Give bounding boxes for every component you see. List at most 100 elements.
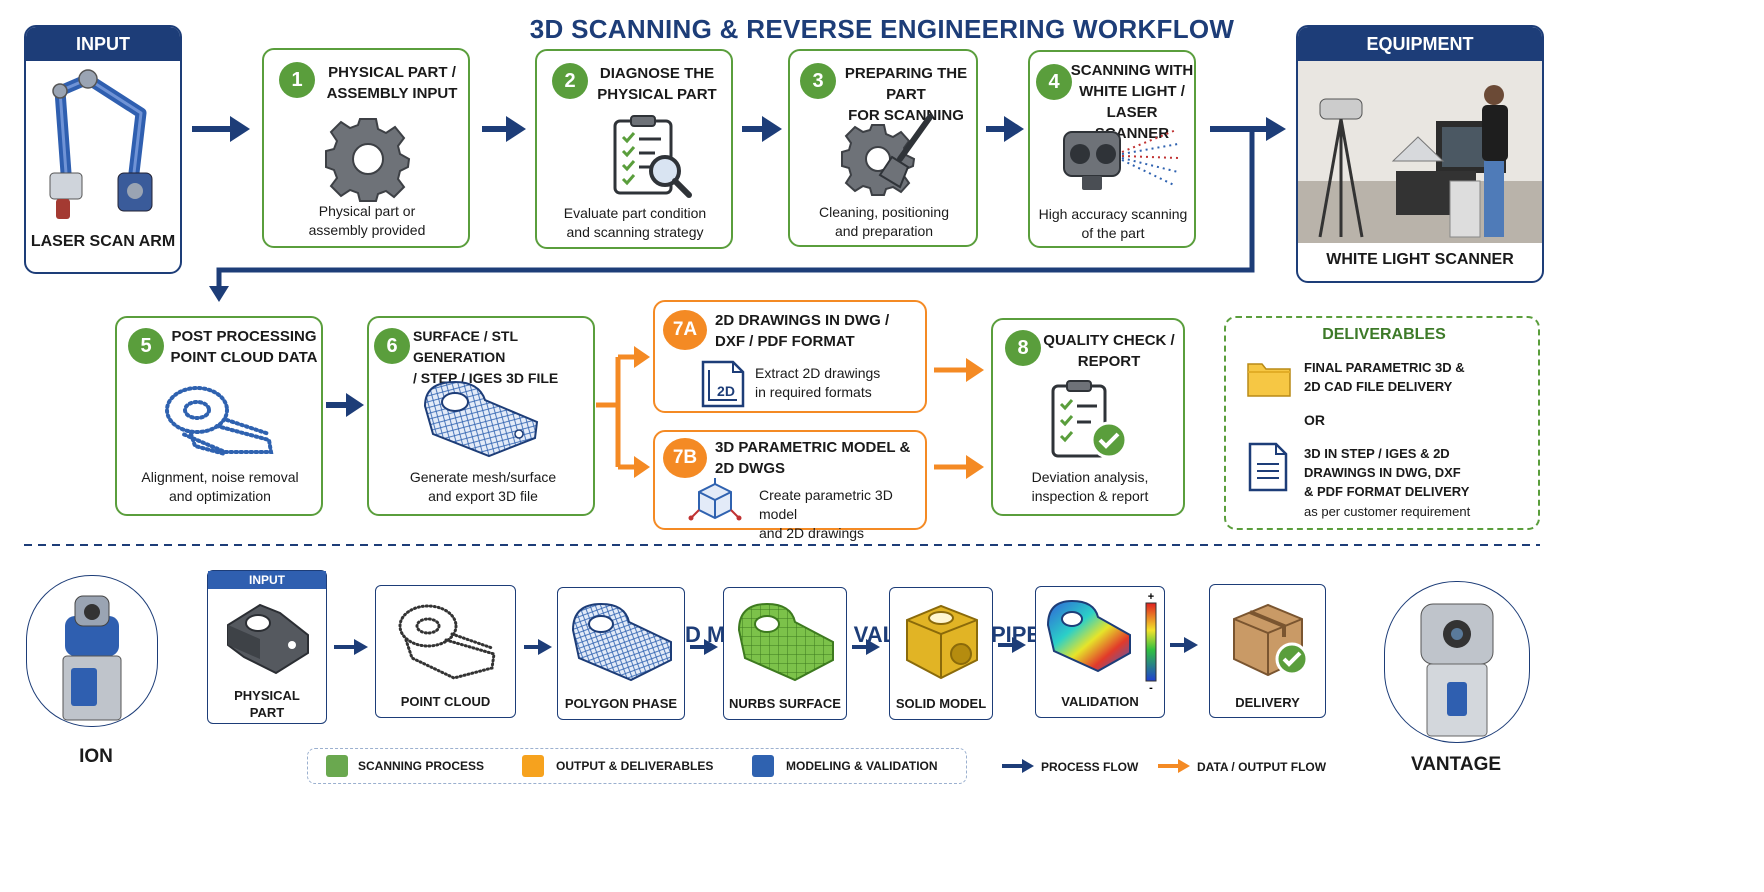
step-desc: Alignment, noise removal and optimizatio… — [141, 469, 299, 504]
step-number-badge: 5 — [128, 328, 164, 364]
delivery-box-icon — [1233, 603, 1309, 677]
process-arrow — [326, 393, 364, 417]
cube-axes-icon — [688, 478, 742, 521]
legend-swatch-scanning — [326, 755, 348, 777]
step-3-card: 3 PREPARING THE PART FOR SCANNING Cleani… — [788, 49, 978, 247]
step-desc: Physical part or assembly provided — [308, 203, 426, 238]
step-title: PREPARING THE PART FOR SCANNING — [844, 65, 968, 124]
step-title: POST PROCESSING POINT CLOUD DATA — [170, 328, 318, 366]
pipeline-stage-physical-part: INPUT PHYSICAL PART — [207, 570, 327, 724]
folder-icon — [1247, 363, 1291, 397]
input-panel: INPUT LASER SCAN ARM — [24, 25, 182, 274]
deliverables-title: DELIVERABLES — [1322, 326, 1446, 343]
step-2-card: 2 DIAGNOSE THE PHYSICAL PART Evaluate pa… — [535, 49, 733, 249]
step-title: PHYSICAL PART / ASSEMBLY INPUT — [326, 64, 458, 102]
legend-label-scanning: SCANNING PROCESS — [358, 759, 485, 773]
step-8-card: 8 QUALITY CHECK / REPORT Deviation analy… — [991, 318, 1185, 516]
step-4-card: 4 SCANNING WITH WHITE LIGHT / LASER SCAN… — [1028, 50, 1196, 248]
step-7a-card: 7A 2D DRAWINGS IN DWG / DXF / PDF FORMAT… — [653, 300, 927, 413]
mesh-icon — [423, 380, 539, 458]
step-desc: Deviation analysis, inspection & report — [1031, 469, 1149, 504]
drawing-2d-label: 2D — [717, 383, 735, 399]
equipment-panel: EQUIPMENT WHITE LIGHT SCANNER — [1296, 25, 1544, 283]
laser-scan-arm-icon — [49, 69, 153, 219]
data-flow-fork — [596, 346, 650, 478]
scale-minus: - — [1149, 682, 1153, 694]
step-desc: Cleaning, positioning and preparation — [819, 204, 949, 239]
process-arrow — [192, 116, 250, 142]
process-arrow — [986, 116, 1024, 142]
deliverables-or: OR — [1304, 412, 1325, 428]
legend-label-data-flow: DATA / OUTPUT FLOW — [1197, 760, 1327, 774]
step-desc: Generate mesh/surface and export 3D file — [409, 469, 557, 504]
step-desc: Create parametric 3D model and 2D drawin… — [759, 487, 893, 541]
data-flow-arrow — [934, 358, 984, 382]
nurbs-surface-icon — [737, 602, 834, 682]
ion-device — [26, 575, 158, 727]
vantage-label: VANTAGE — [1410, 754, 1502, 775]
pipeline-stage-solid-model: SOLID MODEL — [889, 587, 993, 720]
scale-plus: + — [1148, 591, 1154, 603]
gear-icon — [325, 118, 411, 202]
step-desc: Extract 2D drawings in required formats — [755, 365, 881, 400]
stage-label: POLYGON PHASE — [564, 696, 678, 711]
vantage-device — [1384, 581, 1530, 743]
deliverable-item-1: FINAL PARAMETRIC 3D & 2D CAD FILE DELIVE… — [1304, 360, 1465, 394]
point-cloud-render-icon — [398, 604, 496, 680]
step-number-badge: 4 — [1036, 64, 1072, 100]
drawing-2d-icon: 2D — [701, 360, 745, 408]
stage-label: NURBS SURFACE — [729, 696, 841, 711]
clipboard-magnifier-icon — [613, 115, 692, 198]
stage-label: POINT CLOUD — [400, 694, 491, 709]
pipeline-stage-polygon: POLYGON PHASE — [557, 587, 685, 720]
stage-label: SOLID MODEL — [895, 696, 987, 711]
legend-label-output: OUTPUT & DELIVERABLES — [556, 759, 714, 773]
pipeline-stage-point-cloud: POINT CLOUD — [375, 585, 516, 718]
ion-label: ION — [79, 746, 113, 767]
process-arrow — [482, 116, 526, 142]
vantage-tracker-icon — [1420, 603, 1494, 737]
step-number-badge: 7A — [663, 310, 707, 350]
legend-panel: SCANNING PROCESS OUTPUT & DELIVERABLES M… — [307, 748, 967, 784]
pipeline-stage-validation: + - VALIDATION — [1035, 586, 1165, 718]
step-number-badge: 3 — [800, 63, 836, 99]
step-desc: High accuracy scanning of the part — [1038, 206, 1188, 241]
equipment-caption: WHITE LIGHT SCANNER — [1326, 251, 1514, 268]
process-arrow — [1210, 117, 1286, 141]
solid-model-icon — [906, 604, 978, 680]
step-7b-card: 7B 3D PARAMETRIC MODEL & 2D DWGS Create … — [653, 430, 927, 541]
white-light-scanner-photo-icon — [1298, 61, 1542, 243]
step-number-badge: 2 — [552, 63, 588, 99]
legend-swatch-output — [522, 755, 544, 777]
pipeline-input-header: INPUT — [208, 571, 326, 589]
pipeline-stage-nurbs: NURBS SURFACE — [723, 587, 847, 720]
document-icon — [1248, 442, 1288, 492]
legend-data-arrow — [1158, 759, 1190, 773]
ion-tracker-icon — [62, 595, 122, 721]
scanner-icon — [1063, 129, 1179, 190]
clipboard-check-icon — [1051, 380, 1128, 459]
gear-brush-icon — [841, 114, 933, 196]
input-caption: LASER SCAN ARM — [30, 233, 176, 250]
step-number-badge: 1 — [279, 62, 315, 98]
step-title: DIAGNOSE THE PHYSICAL PART — [597, 65, 717, 103]
step-title: 3D PARAMETRIC MODEL & 2D DWGS — [715, 439, 911, 477]
step-5-card: 5 POST PROCESSING POINT CLOUD DATA Align… — [115, 316, 323, 516]
step-number-badge: 6 — [374, 328, 410, 364]
physical-part-icon — [227, 603, 309, 675]
page-title: 3D SCANNING & REVERSE ENGINEERING WORKFL… — [529, 14, 1235, 44]
step-title: SURFACE / STL GENERATION / STEP / IGES 3… — [413, 328, 559, 386]
step-number-badge: 8 — [1005, 330, 1041, 366]
step-title: 2D DRAWINGS IN DWG / DXF / PDF FORMAT — [715, 312, 890, 350]
polygon-mesh-icon — [571, 602, 672, 682]
input-header: INPUT — [26, 27, 180, 61]
step-desc: Evaluate part condition and scanning str… — [563, 205, 707, 240]
point-cloud-icon — [165, 386, 274, 456]
stage-label: DELIVERY — [1235, 695, 1300, 710]
legend-swatch-modeling — [752, 755, 774, 777]
legend-label-modeling: MODELING & VALIDATION — [786, 759, 938, 773]
legend-process-arrow — [1002, 759, 1034, 773]
pipeline-stage-delivery: DELIVERY — [1209, 584, 1326, 718]
equipment-header: EQUIPMENT — [1298, 27, 1542, 61]
validation-heatmap-icon: + - — [1046, 591, 1157, 694]
